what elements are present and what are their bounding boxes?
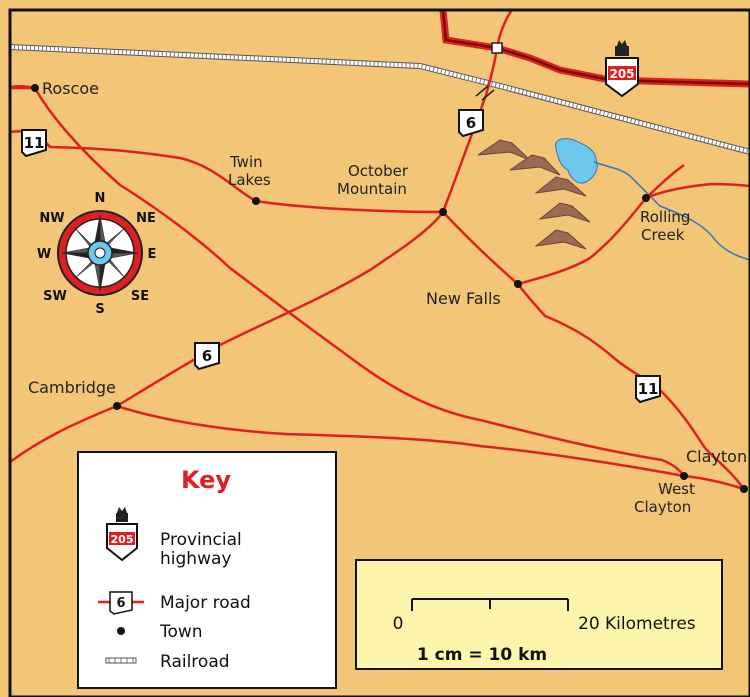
provincial-highway-shield-icon: 205 [605, 40, 639, 98]
town-label-west-clayton-2: Clayton [634, 498, 691, 516]
town-label-rolling-creek: Rolling [640, 208, 690, 226]
scale-end-label: 20 Kilometres [578, 614, 696, 634]
lake [554, 138, 598, 184]
svg-text:11: 11 [24, 134, 45, 152]
town-label-cambridge: Cambridge [28, 378, 116, 397]
town-dot-october-mountain [439, 208, 447, 216]
town-dot-roscoe [31, 84, 39, 92]
river [593, 161, 750, 261]
town-label-new-falls: New Falls [426, 289, 501, 308]
compass-se: SE [131, 289, 149, 304]
scale-bar [411, 598, 569, 611]
key-label-railroad: Railroad [160, 652, 230, 672]
svg-text:205: 205 [609, 67, 634, 81]
town-dots [31, 84, 748, 493]
town-label-october-mountain-2: Mountain [337, 180, 407, 198]
key-label-major-road: Major road [160, 593, 251, 613]
town-label-twin-lakes: Twin [229, 153, 263, 171]
town-dot-west-clayton [680, 472, 688, 480]
provincial-highway-shield-icon: 205 [106, 507, 138, 562]
compass-n: N [95, 191, 106, 206]
major-road-shield-icon: 6 [98, 591, 144, 615]
map-frame [8, 8, 750, 697]
compass-ne: NE [136, 211, 156, 226]
svg-text:6: 6 [116, 596, 125, 611]
mountain-peak [477, 139, 531, 161]
scale-start-label: 0 [393, 614, 404, 634]
compass-s: S [95, 302, 104, 317]
road-shield-11-west: 11 [21, 129, 47, 158]
map-key: Key 205 Provincial highway 6 Major road … [77, 451, 337, 689]
railroad [9, 44, 750, 155]
key-label-town: Town [159, 622, 203, 642]
town-dot-twin-lakes [252, 197, 260, 205]
scale-box: 0 20 Kilometres 1 cm = 10 km [355, 559, 723, 670]
svg-text:205: 205 [111, 533, 134, 546]
svg-text:11: 11 [638, 380, 659, 398]
town-label-rolling-creek-2: Creek [641, 226, 685, 244]
town-label-clayton: Clayton [686, 447, 747, 466]
mountain-peak [534, 176, 587, 197]
railroad-icon [105, 657, 137, 664]
road-roscoe-clayton [9, 84, 686, 477]
road-shield-6-north: 6 [458, 109, 484, 138]
town-label-west-clayton: West [658, 480, 695, 498]
svg-text:6: 6 [466, 114, 476, 132]
town-dot-icon [117, 627, 125, 635]
key-label-provincial-highway: Provincial [160, 530, 242, 550]
compass-e: E [148, 247, 157, 262]
key-label-provincial-highway-2: highway [160, 549, 231, 569]
key-box [77, 451, 337, 689]
mountains [477, 139, 591, 250]
key-title: Key [181, 466, 231, 494]
road-shield-11-east: 11 [635, 375, 661, 404]
rail-crossing-icon [475, 85, 495, 101]
road-11 [9, 129, 746, 490]
compass-rose [57, 210, 143, 296]
interchange-icon [491, 42, 503, 54]
town-label-roscoe: Roscoe [42, 79, 99, 98]
mountain-peak [509, 154, 561, 176]
town-dot-clayton [740, 485, 748, 493]
road-shield-6-south: 6 [194, 342, 220, 371]
town-label-twin-lakes-2: Lakes [228, 171, 271, 189]
mountain-peak [538, 202, 591, 223]
town-dot-new-falls [514, 280, 522, 288]
compass-w: W [37, 247, 51, 262]
compass-labels: N NE E SE S SW W NW [37, 191, 157, 317]
town-label-october-mountain: October [348, 162, 409, 180]
compass-nw: NW [39, 211, 64, 226]
scale-ratio: 1 cm = 10 km [417, 645, 547, 665]
svg-text:6: 6 [202, 347, 212, 365]
road-rolling-creek-north [645, 163, 685, 199]
mountain-peak [534, 229, 587, 250]
town-dot-rolling-creek [642, 194, 650, 202]
compass-sw: SW [43, 289, 67, 304]
town-dot-cambridge [113, 402, 121, 410]
